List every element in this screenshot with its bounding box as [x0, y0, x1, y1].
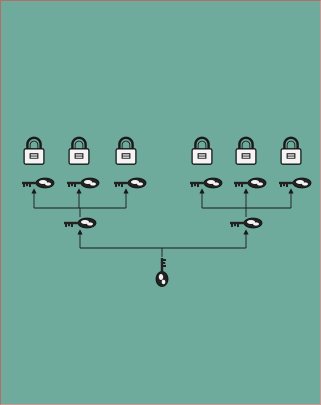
- connector-lines: [31, 188, 294, 257]
